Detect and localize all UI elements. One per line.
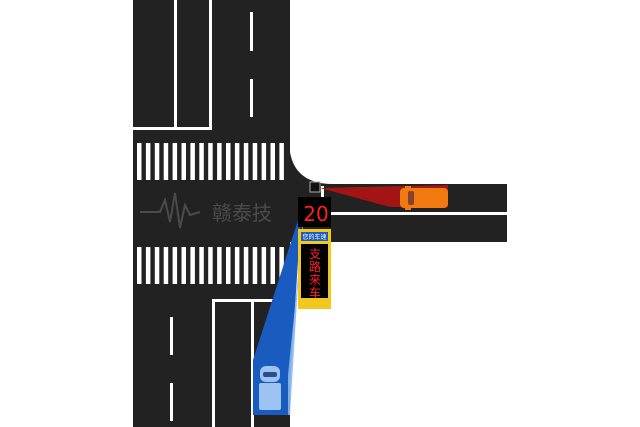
crosswalk-stripe xyxy=(243,143,249,180)
warning-char-4: 车 xyxy=(309,285,321,300)
north-lane-markings xyxy=(133,0,253,130)
crosswalk-stripe xyxy=(145,143,151,180)
crosswalk-stripe xyxy=(163,143,169,180)
crosswalk-stripe xyxy=(217,143,222,180)
crosswalk-stripe xyxy=(137,247,142,284)
crosswalk-stripe xyxy=(234,143,240,180)
crosswalk-stripe xyxy=(181,143,186,180)
crosswalk-stripe xyxy=(163,247,169,284)
warning-char-3: 来 xyxy=(309,273,321,287)
crosswalk-stripe xyxy=(279,143,284,180)
crosswalk-stripe xyxy=(279,247,284,284)
speed-label-badge xyxy=(301,232,328,241)
crosswalk-stripe xyxy=(145,247,151,284)
crosswalk-stripe xyxy=(252,247,258,284)
crosswalk-stripe xyxy=(208,247,213,284)
crosswalk-stripe xyxy=(199,247,204,284)
speed-value: 20 xyxy=(303,202,328,226)
crosswalk-stripe xyxy=(190,247,195,284)
side-vehicle xyxy=(400,186,448,210)
crosswalk-stripe xyxy=(154,247,160,284)
side-road-markings xyxy=(321,186,507,215)
crosswalk-stripe xyxy=(226,143,231,180)
watermark-logo: 赣泰技 xyxy=(140,192,272,229)
crosswalk-stripe xyxy=(190,143,195,180)
south-lane-markings xyxy=(170,299,289,427)
warning-led-panel xyxy=(301,244,328,298)
crosswalk-stripe xyxy=(137,143,142,180)
crosswalk-stripe xyxy=(199,143,204,180)
crosswalk-stripe xyxy=(234,247,240,284)
crosswalk-stripe xyxy=(270,247,275,284)
crosswalk-stripe xyxy=(217,247,222,284)
crosswalk-south xyxy=(137,247,284,284)
watermark-text: 赣泰技 xyxy=(212,201,272,225)
warning-char-1: 支 xyxy=(309,247,321,261)
crosswalk-stripe xyxy=(154,143,160,180)
camera-icon xyxy=(309,181,321,193)
crosswalk-stripe xyxy=(252,143,258,180)
crosswalk-stripe xyxy=(181,247,186,284)
crosswalk-stripe xyxy=(208,143,213,180)
crosswalk-stripe xyxy=(261,247,267,284)
speed-display xyxy=(298,197,331,227)
warning-char-2: 路 xyxy=(309,259,321,274)
crosswalk-stripe xyxy=(172,143,178,180)
crosswalk-north xyxy=(137,143,284,180)
crosswalk-stripe xyxy=(226,247,231,284)
crosswalk-stripe xyxy=(243,247,249,284)
speed-label: 您的车速 xyxy=(302,233,326,241)
crosswalk-stripe xyxy=(172,247,178,284)
main-vehicle xyxy=(259,366,281,410)
crosswalk-stripe xyxy=(261,143,267,180)
crosswalk-stripe xyxy=(270,143,275,180)
